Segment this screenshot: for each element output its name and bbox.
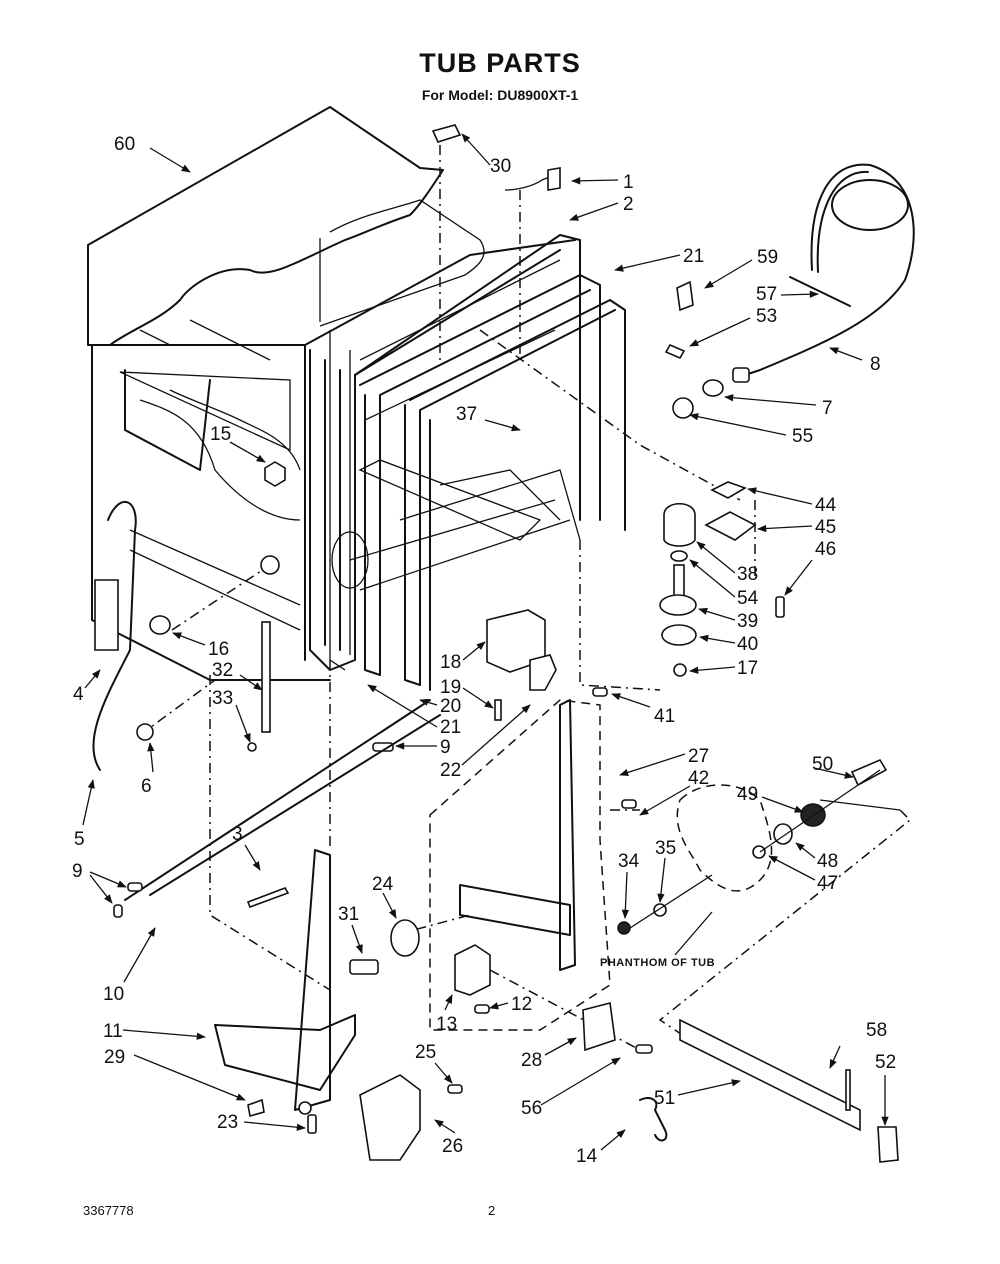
callouts: 60 30 1 2 21 59 57 53 8 7 55 37 15 44 45… <box>72 133 896 1167</box>
callout-24: 24 <box>372 874 394 895</box>
lower-assembly-parts <box>113 609 899 1163</box>
callout-55: 55 <box>792 426 813 447</box>
callout-57: 57 <box>756 284 777 305</box>
callout-21-top: 21 <box>683 246 704 267</box>
phantom-of-tub-note: PHANTHOM OF TUB <box>600 957 715 969</box>
callout-33: 33 <box>212 688 233 709</box>
callout-14: 14 <box>576 1146 598 1167</box>
callout-18: 18 <box>440 652 461 673</box>
callout-20: 20 <box>440 696 461 717</box>
page-number: 2 <box>488 1203 496 1218</box>
callout-6: 6 <box>141 776 152 797</box>
callout-9-left: 9 <box>72 861 83 882</box>
callout-45: 45 <box>815 517 836 538</box>
callout-50: 50 <box>812 754 833 775</box>
callout-9-center: 9 <box>440 737 451 758</box>
callout-48: 48 <box>817 851 838 872</box>
callout-25: 25 <box>415 1042 436 1063</box>
callout-46: 46 <box>815 539 836 560</box>
callout-37: 37 <box>456 404 477 425</box>
callout-16: 16 <box>208 639 229 660</box>
callout-17: 17 <box>737 658 758 679</box>
callout-27: 27 <box>688 746 709 767</box>
inlet-hose <box>732 163 915 383</box>
callout-13: 13 <box>436 1014 457 1035</box>
callout-4: 4 <box>73 684 84 705</box>
model-subtitle: For Model: DU8900XT-1 <box>421 87 579 103</box>
callout-21-bottom: 21 <box>440 717 461 738</box>
upper-right-parts <box>431 124 851 419</box>
callout-29: 29 <box>104 1047 125 1068</box>
callout-34: 34 <box>618 851 640 872</box>
insulation-blanket <box>87 106 485 346</box>
callout-26: 26 <box>442 1136 463 1157</box>
callout-8: 8 <box>870 354 881 375</box>
door-gasket-frames <box>309 234 626 691</box>
callout-3: 3 <box>232 824 243 845</box>
callout-35: 35 <box>655 838 676 859</box>
callout-60: 60 <box>114 134 135 155</box>
callout-10: 10 <box>103 984 124 1005</box>
callout-42: 42 <box>688 768 709 789</box>
callout-19: 19 <box>440 677 461 698</box>
callout-7: 7 <box>822 398 833 419</box>
callout-30: 30 <box>490 156 511 177</box>
callout-40: 40 <box>737 634 758 655</box>
callout-53: 53 <box>756 306 777 327</box>
callout-51: 51 <box>654 1088 675 1109</box>
leveling-leg-assembly <box>659 481 785 677</box>
callout-58: 58 <box>866 1020 887 1041</box>
callout-12: 12 <box>511 994 532 1015</box>
callout-11: 11 <box>103 1021 123 1042</box>
callout-54: 54 <box>737 588 759 609</box>
callout-47: 47 <box>817 873 838 894</box>
callout-15: 15 <box>210 424 231 445</box>
callout-23: 23 <box>217 1112 238 1133</box>
callout-32: 32 <box>212 660 233 681</box>
callout-5: 5 <box>74 829 85 850</box>
callout-56: 56 <box>521 1098 542 1119</box>
callout-52: 52 <box>875 1052 896 1073</box>
callout-44: 44 <box>815 495 837 516</box>
callout-39: 39 <box>737 611 758 632</box>
phantom-note-leader <box>674 911 713 956</box>
callout-41: 41 <box>654 706 675 727</box>
page-title: TUB PARTS <box>419 48 581 78</box>
callout-49: 49 <box>737 784 758 805</box>
callout-38: 38 <box>737 564 758 585</box>
tub-body <box>91 239 581 681</box>
callout-22: 22 <box>440 760 461 781</box>
callout-1: 1 <box>623 172 634 193</box>
callout-59: 59 <box>757 247 778 268</box>
center-lines <box>139 145 912 1051</box>
callout-28: 28 <box>521 1050 542 1071</box>
callout-2: 2 <box>623 194 634 215</box>
left-side-parts <box>92 461 286 771</box>
callout-31: 31 <box>338 904 359 925</box>
document-number: 3367778 <box>83 1203 134 1218</box>
